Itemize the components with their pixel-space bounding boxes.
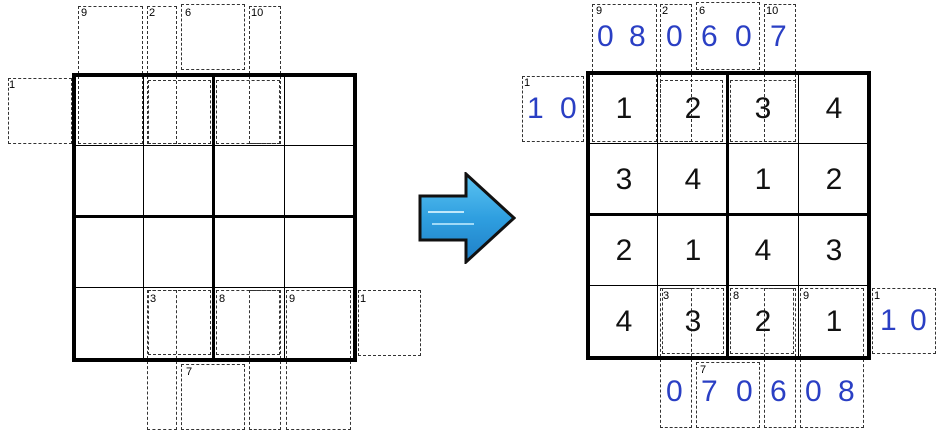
clue-label: 7 (700, 364, 707, 376)
clue-digit: 0 (735, 20, 752, 53)
cage-box (181, 364, 245, 430)
right-arrow-icon (418, 172, 516, 264)
grid-cell: 1 (754, 162, 772, 196)
cage-box (696, 2, 760, 70)
grid-cell: 4 (825, 91, 843, 125)
clue-label: 1 (874, 290, 881, 302)
clue-label: 8 (733, 290, 740, 302)
clue-digit: 0 (736, 375, 753, 408)
clue-digit: 0 (560, 92, 577, 125)
grid-cell: 4 (754, 233, 772, 267)
cage-box (216, 290, 280, 355)
grid-cell: 1 (684, 233, 702, 267)
clue-label: 6 (699, 5, 706, 17)
clue-digit: 7 (770, 20, 787, 53)
clue-digit: 8 (838, 375, 855, 408)
clue-label: 9 (596, 5, 603, 17)
cage-box (522, 76, 584, 142)
grid-cell: 4 (684, 162, 702, 196)
clue-digit: 0 (666, 20, 683, 53)
clue-digit: 0 (666, 375, 683, 408)
clue-label: 3 (150, 293, 157, 305)
cage-box (216, 80, 280, 144)
grid-cell: 2 (684, 91, 702, 125)
cage-box (662, 288, 724, 354)
cage-box (730, 80, 796, 142)
clue-digit: 6 (701, 20, 718, 53)
grid-cell: 2 (825, 162, 843, 196)
cage-box (660, 80, 723, 142)
cage-box (148, 80, 211, 144)
grid-cell: 4 (615, 304, 633, 338)
clue-label: 2 (149, 7, 156, 19)
clue-label: 9 (803, 290, 810, 302)
clue-digit: 0 (597, 20, 614, 53)
clue-digit: 6 (770, 375, 787, 408)
grid-cell: 3 (754, 91, 772, 125)
cage-box (730, 288, 794, 354)
cage-box (696, 362, 760, 428)
clue-label: 10 (766, 5, 779, 17)
clue-digit: 0 (910, 304, 927, 337)
cage-box (872, 288, 936, 354)
clue-digit: 0 (805, 375, 822, 408)
clue-label: 8 (219, 293, 226, 305)
clue-label: 1 (360, 293, 367, 305)
clue-digit: 7 (701, 375, 718, 408)
clue-label: 1 (524, 77, 531, 89)
grid-cell: 2 (615, 233, 633, 267)
clue-label: 7 (186, 366, 193, 378)
cage-box (358, 290, 421, 356)
clue-label: 10 (251, 7, 264, 19)
clue-label: 1 (9, 79, 16, 91)
grid-cell: 1 (825, 304, 843, 338)
clue-digit: 1 (527, 92, 544, 125)
grid-cell: 1 (615, 91, 633, 125)
grid-cell: 3 (684, 304, 702, 338)
cage-box (181, 4, 245, 70)
grid-cell: 2 (754, 304, 772, 338)
clue-label: 9 (289, 293, 296, 305)
clue-digit: 8 (629, 20, 646, 53)
clue-label: 9 (81, 7, 88, 19)
clue-digit: 1 (880, 304, 897, 337)
clue-label: 2 (662, 5, 669, 17)
clue-label: 6 (185, 7, 192, 19)
grid-cell: 3 (615, 162, 633, 196)
cage-box (148, 290, 211, 355)
cage-box (8, 78, 72, 144)
clue-label: 3 (663, 290, 670, 302)
grid-cell: 3 (825, 233, 843, 267)
